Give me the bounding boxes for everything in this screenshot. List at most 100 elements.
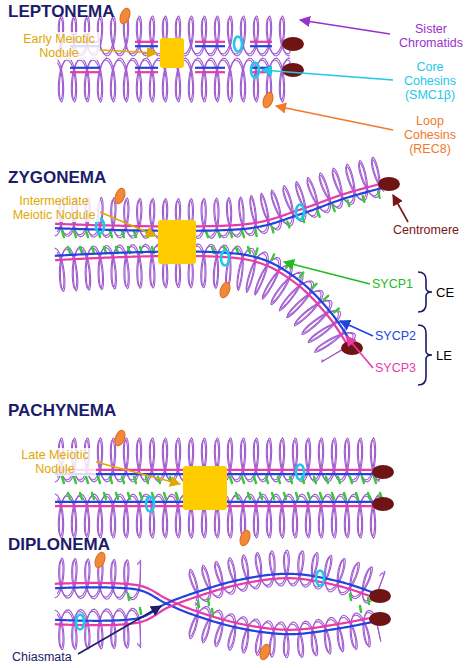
meiotic-nodule — [183, 466, 227, 510]
transverse-filament — [68, 493, 70, 499]
sycp3-axis — [250, 41, 272, 43]
transverse-filament — [248, 247, 250, 253]
bracket-label: LE — [436, 348, 452, 363]
loop-cohesin-ring — [218, 281, 232, 299]
callout-label: Early Meiotic Nodule — [18, 32, 100, 60]
sycp2-axis — [250, 45, 272, 47]
loop-cohesin-ring — [258, 643, 272, 661]
transverse-filament — [80, 493, 82, 499]
transverse-filament — [206, 231, 208, 237]
transverse-filament — [362, 477, 364, 483]
leader-line — [78, 606, 161, 654]
transverse-filament — [368, 493, 370, 499]
leader-line — [284, 262, 370, 284]
brackets — [418, 272, 432, 385]
transverse-filament — [290, 477, 292, 483]
chromosome-illustration — [54, 7, 400, 661]
transverse-filament — [242, 477, 244, 483]
core-cohesin-ring — [221, 251, 229, 266]
core-cohesin-ring — [296, 205, 304, 220]
transverse-filament — [374, 477, 376, 483]
transverse-filament — [92, 247, 94, 253]
core-cohesin-ring — [146, 497, 154, 512]
transverse-filament — [140, 608, 141, 614]
transverse-filament — [86, 477, 88, 483]
sycp3-axis — [195, 71, 225, 73]
stage-title: LEPTONEMA — [8, 2, 114, 21]
transverse-filament — [248, 493, 250, 499]
transverse-filament — [356, 493, 358, 499]
centromere-body — [378, 177, 400, 191]
meiotic-nodules — [158, 38, 227, 510]
transverse-filament — [128, 594, 129, 600]
centromere-body — [282, 37, 304, 51]
leader-line — [100, 212, 156, 236]
chromatid-loop — [54, 244, 355, 362]
callout-label: Late Meiotic Nodule — [14, 448, 96, 476]
transverse-filament — [92, 493, 94, 499]
meiotic-nodule — [158, 220, 196, 264]
centromere-body — [369, 612, 391, 626]
sycp3-axis — [70, 71, 100, 73]
sister-chromatids — [54, 16, 384, 658]
transverse-filament — [272, 493, 274, 499]
transverse-filament — [254, 477, 256, 483]
callout-label: SYCP3 — [375, 361, 416, 375]
transverse-filament — [236, 247, 238, 253]
callout-label: Chiasmata — [12, 650, 72, 664]
callout-label: Core Cohesins (SMC1β) — [395, 60, 465, 102]
transverse-filament — [378, 192, 380, 198]
transverse-filament — [254, 230, 257, 236]
loop-cohesins — [93, 7, 275, 661]
stage-title: PACHYNEMA — [8, 401, 116, 420]
sycp3-axis — [135, 71, 158, 73]
transverse-filament — [332, 493, 334, 499]
chromatid-loop — [189, 552, 383, 601]
core-cohesin-ring — [296, 465, 304, 480]
transverse-filament — [80, 247, 82, 253]
transverse-filament — [140, 493, 142, 499]
transverse-filament — [218, 231, 220, 237]
centromere-body — [372, 497, 394, 511]
leader-lines — [78, 20, 408, 654]
transverse-filament — [110, 231, 112, 237]
chromatid-loop — [57, 246, 353, 361]
transverse-filament — [284, 493, 286, 499]
transverse-filament — [104, 247, 106, 253]
sycp2-axis — [55, 252, 352, 344]
transverse-filament — [344, 493, 346, 499]
transverse-filament — [68, 247, 70, 253]
callout-label: SYCP1 — [372, 277, 413, 291]
transverse-filament — [350, 594, 351, 600]
transverse-filament — [368, 598, 369, 604]
transverse-filament — [116, 493, 118, 499]
transverse-filament — [256, 249, 258, 255]
transverse-filament — [164, 493, 166, 499]
transverse-filament — [333, 206, 335, 212]
transverse-filament — [110, 477, 112, 483]
sycp3-axis — [55, 183, 384, 227]
centromere-body — [282, 63, 304, 77]
centromere-body — [372, 465, 394, 479]
transverse-filament — [272, 254, 274, 259]
transverse-filament — [308, 493, 310, 499]
transverse-filament — [318, 211, 320, 217]
callout-label: Intermediate Meiotic Nodule — [8, 194, 100, 222]
transverse-filament — [314, 477, 316, 483]
transverse-filament — [208, 599, 209, 605]
transverse-filament — [287, 222, 289, 228]
sycp3-axis — [195, 41, 225, 43]
leader-line — [100, 50, 157, 53]
transverse-filament — [266, 477, 268, 483]
transverse-filament — [104, 493, 106, 499]
leader-line — [96, 462, 180, 484]
transverse-filament — [300, 272, 304, 277]
callout-label: Loop Cohesins (REC8) — [395, 114, 465, 156]
sycp3-axis — [55, 256, 348, 346]
sycp2-axis — [70, 67, 100, 69]
transverse-filament — [360, 606, 361, 612]
transverse-filament — [134, 477, 136, 483]
bracket-label: CE — [436, 285, 454, 300]
sycp2-axis — [135, 45, 158, 47]
